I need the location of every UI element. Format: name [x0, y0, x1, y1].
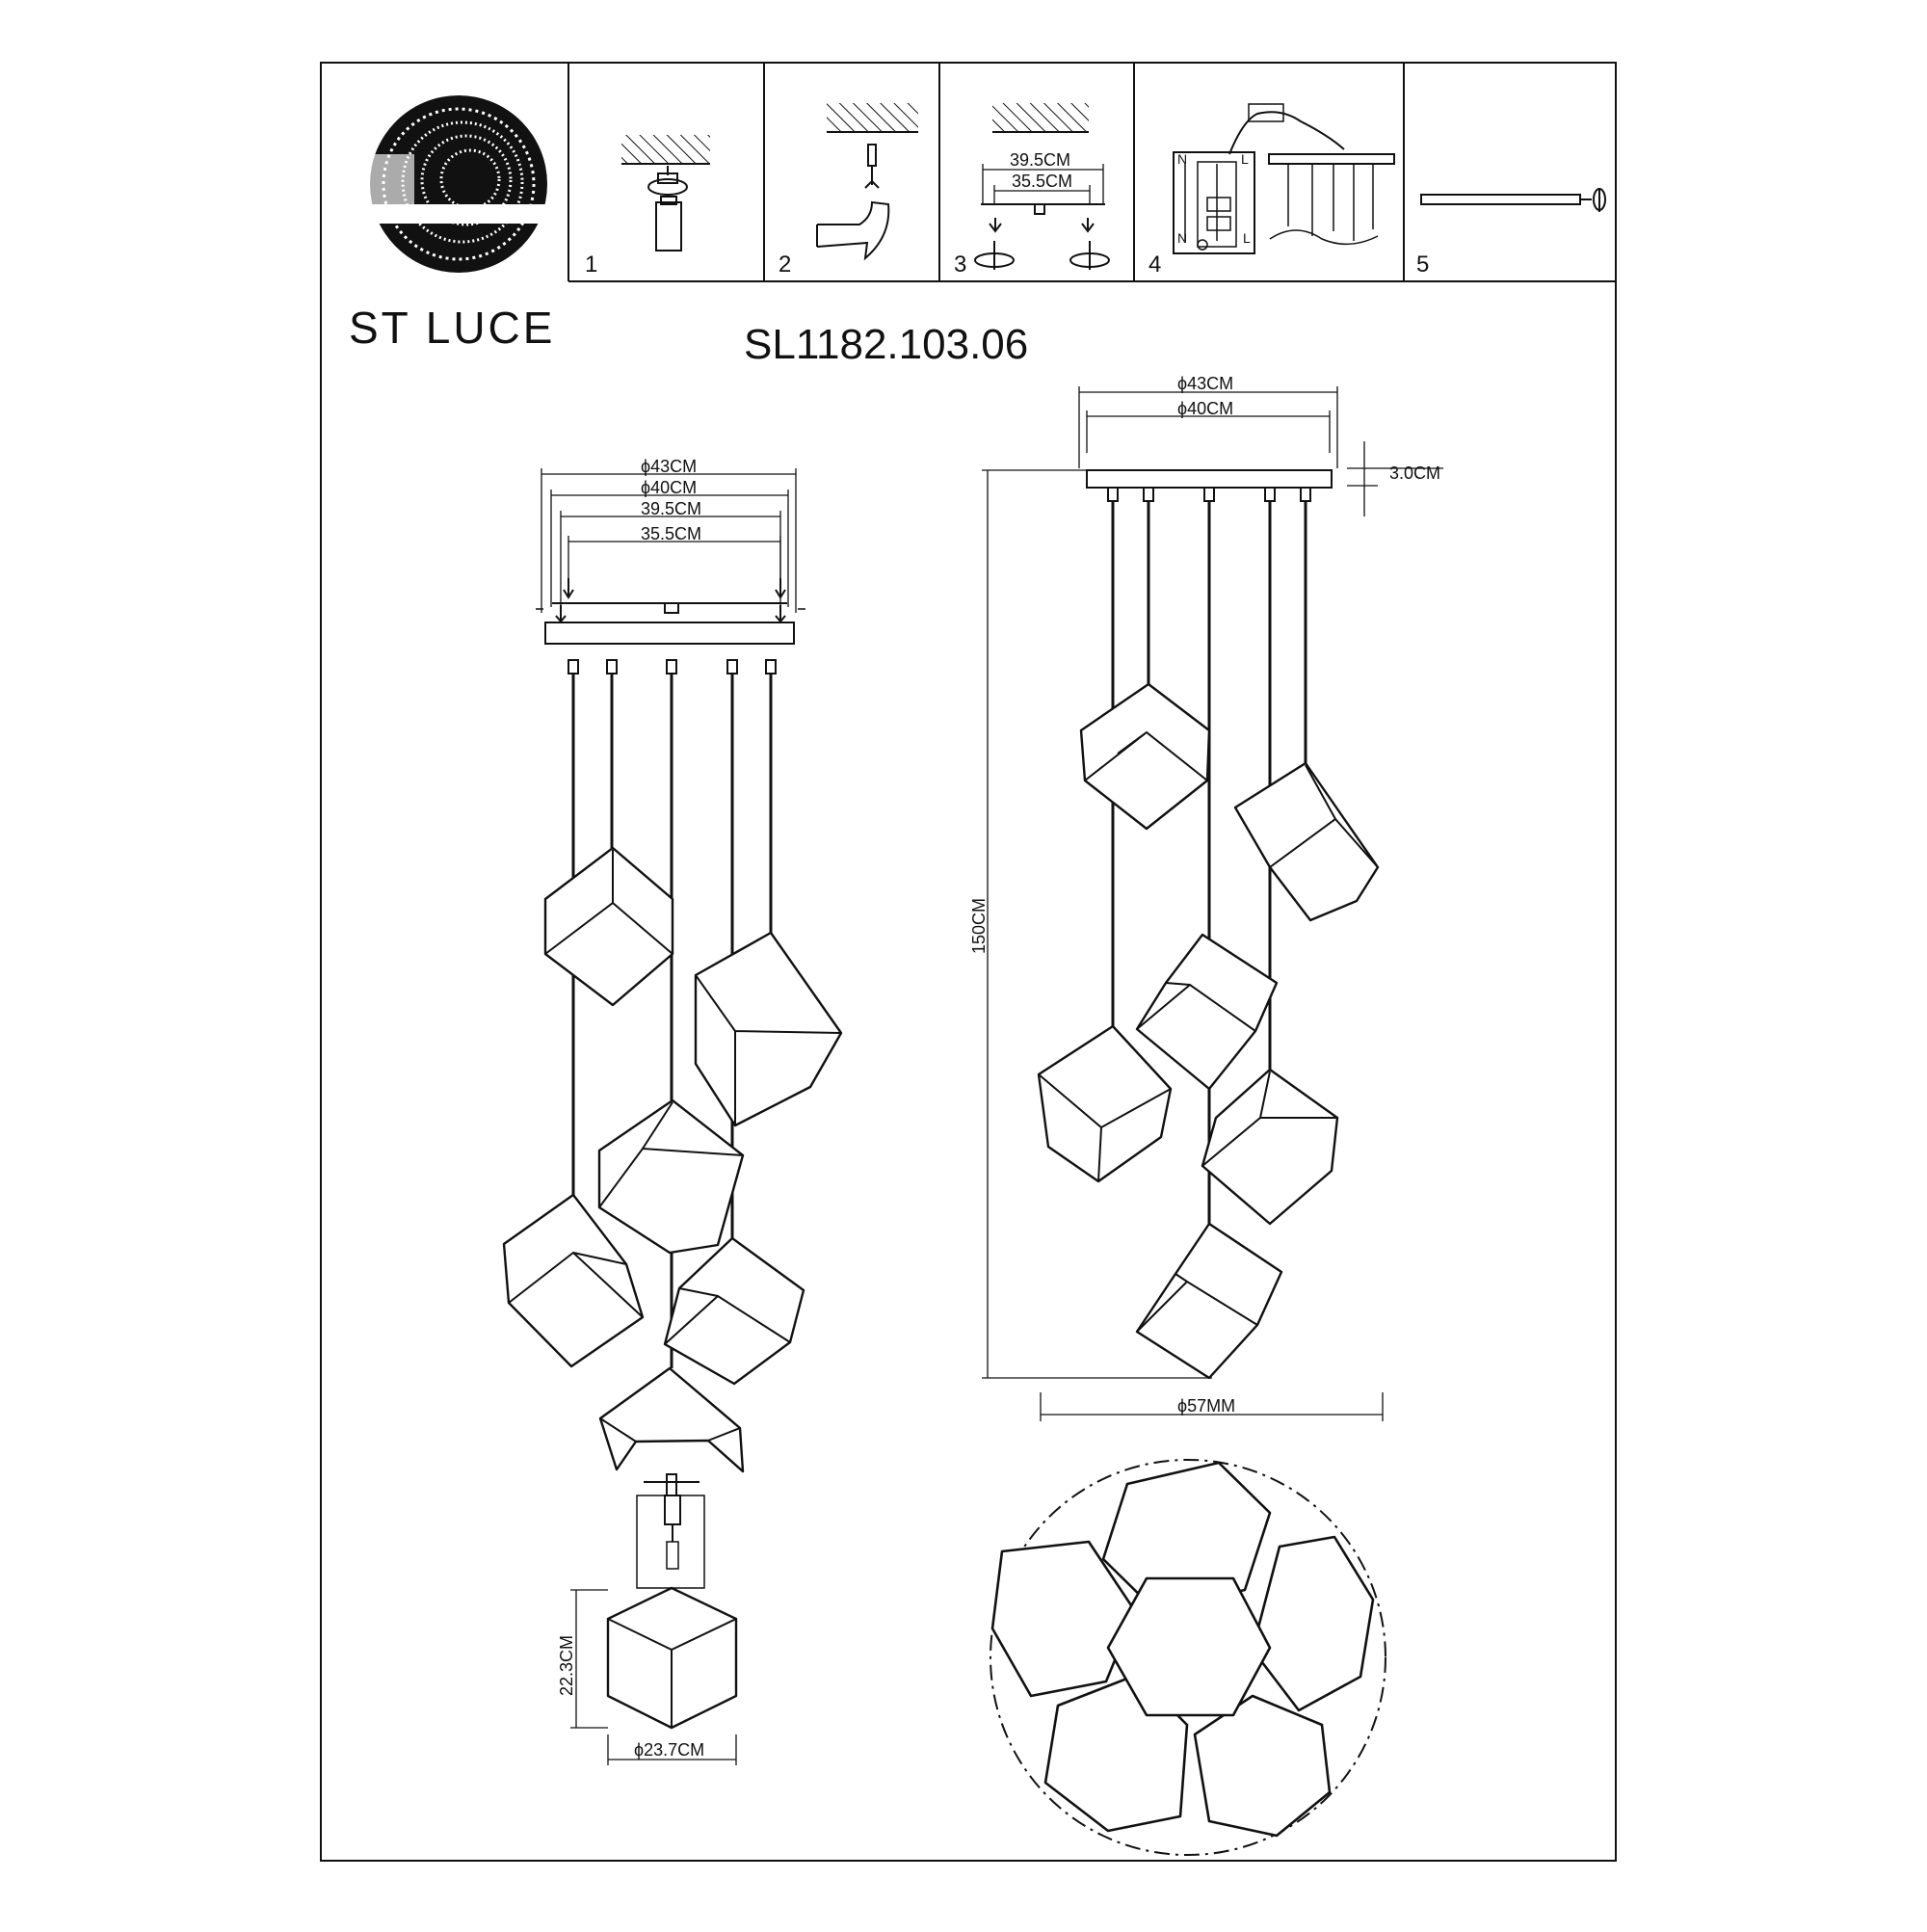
- step-5-number: 5: [1416, 251, 1429, 278]
- right-cube-2: [1233, 761, 1380, 922]
- bottom-plan-view: [990, 1459, 1386, 1856]
- step-2-panel: [816, 103, 918, 261]
- right-cube-1: [1079, 682, 1211, 831]
- step-4-label-l-bottom: L: [1243, 230, 1251, 246]
- step-1-number: 1: [585, 251, 597, 278]
- left-canopy: [536, 578, 805, 645]
- overall-height-dimension: [982, 469, 1212, 1379]
- pendant-height-dim: 22.3CM: [557, 1635, 576, 1696]
- right-cube-4: [1037, 1024, 1173, 1183]
- right-dim-43cm: ϕ43CM: [1177, 374, 1233, 393]
- left-cube-4: [502, 1193, 645, 1368]
- left-cube-1: [543, 846, 674, 1007]
- step-2-number: 2: [779, 251, 791, 278]
- left-dim-39-5cm: 39.5CM: [641, 499, 701, 518]
- step-1-panel: [621, 135, 710, 251]
- left-cube-3: [597, 1098, 745, 1255]
- right-cube-3: [1135, 933, 1279, 1091]
- step-4-panel: N L N L: [1173, 103, 1395, 254]
- right-canopy-dimensions: [1078, 386, 1443, 516]
- left-dim-35-5cm: 35.5CM: [641, 524, 701, 543]
- pendant-width-dim: ϕ23.7CM: [634, 1740, 704, 1760]
- right-cube-5: [1201, 1068, 1339, 1226]
- step-4-label-n-top: N: [1177, 151, 1187, 167]
- brand-logo-icon: [356, 95, 564, 273]
- brand-name: ST LUCE: [349, 303, 555, 353]
- step-4-number: 4: [1148, 251, 1161, 278]
- step-4-label-l-top: L: [1241, 151, 1249, 167]
- left-cube-2: [694, 931, 843, 1127]
- overall-height-dim: 150CM: [969, 898, 989, 954]
- page-frame: [320, 62, 1617, 1862]
- step-4-label-n-bottom: N: [1177, 230, 1187, 246]
- step-3-dim-inner: 35.5CM: [1012, 172, 1072, 191]
- right-dim-40cm: ϕ40CM: [1177, 399, 1233, 418]
- left-canopy-dimensions: [541, 468, 797, 613]
- bottom-width-dimension: [1040, 1392, 1384, 1421]
- step-3-dim-outer: 39.5CM: [1010, 150, 1070, 170]
- right-dim-3cm: 3.0CM: [1389, 463, 1440, 483]
- bottom-width-dim: ϕ57MM: [1177, 1396, 1235, 1416]
- left-cube-6: [598, 1366, 745, 1473]
- step-3-number: 3: [954, 251, 966, 278]
- left-dim-43cm: ϕ43CM: [641, 457, 697, 476]
- left-cube-5: [663, 1236, 805, 1386]
- right-cube-6: [1135, 1222, 1283, 1380]
- left-dim-40cm: ϕ40CM: [641, 478, 697, 497]
- step-5-panel: [1420, 188, 1606, 212]
- step-3-panel: 39.5CM 35.5CM: [974, 103, 1110, 270]
- model-number: SL1182.103.06: [744, 321, 1028, 368]
- header-strip: [568, 63, 1616, 282]
- left-single-pendant-detail: [570, 1473, 738, 1765]
- right-canopy: [1086, 469, 1333, 489]
